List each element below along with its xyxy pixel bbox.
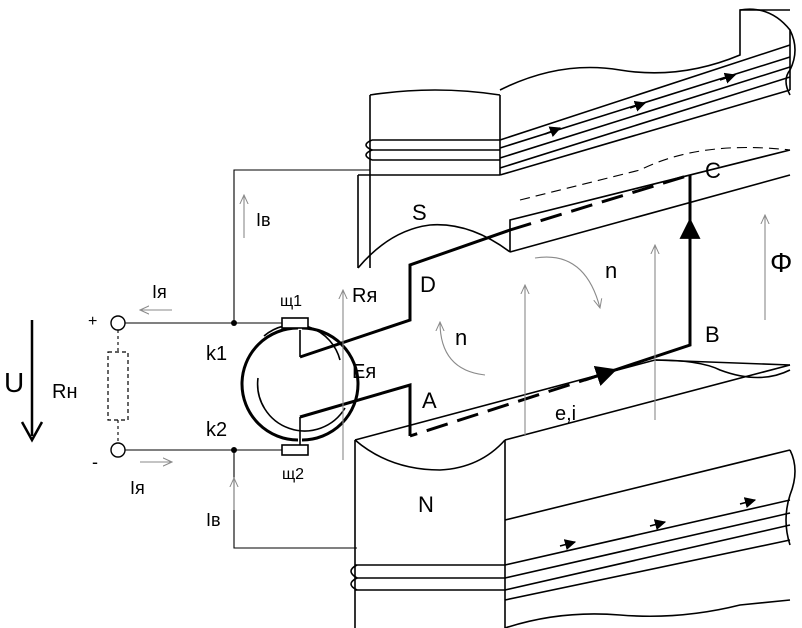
- armature-coil: [299, 173, 701, 438]
- point-a-label: A: [422, 388, 437, 413]
- armature-emf-label: Eя: [352, 361, 376, 383]
- pole-s-label: S: [412, 200, 427, 225]
- load-resistance-label: Rн: [52, 381, 78, 403]
- brush1-label: щ1: [280, 293, 302, 310]
- terminal-plus: [110, 315, 126, 331]
- emf-current-label: e,i: [555, 403, 576, 425]
- node-k2-label: k2: [206, 419, 227, 441]
- minus-sign: -: [92, 452, 98, 472]
- node-k1-label: k1: [206, 343, 227, 365]
- commutator: [240, 317, 360, 456]
- field-current-top-label: Iв: [256, 210, 271, 230]
- external-circuit: [107, 169, 370, 549]
- flux-label: Φ: [770, 247, 792, 278]
- point-c-label: C: [705, 158, 721, 183]
- lower-pole-n: [350, 359, 796, 628]
- pole-n-label: N: [418, 492, 434, 517]
- gray-arrows: [140, 195, 765, 510]
- load-resistor: [107, 351, 129, 421]
- brush2-label: щ2: [282, 466, 304, 483]
- rotation-label-1: n: [605, 258, 617, 283]
- armature-current-bottom-label: Iя: [130, 478, 145, 498]
- point-d-label: D: [420, 272, 436, 297]
- armature-resistance-label: Rя: [352, 285, 377, 307]
- voltage-arrow: [20, 320, 44, 443]
- upper-pole-s: [357, 8, 796, 269]
- field-current-bottom-label: Iв: [206, 510, 221, 530]
- voltage-label: U: [4, 367, 24, 398]
- rotation-label-2: n: [455, 325, 467, 350]
- armature-current-top-label: Iя: [152, 282, 167, 302]
- plus-sign: +: [88, 313, 97, 330]
- point-b-label: B: [705, 322, 720, 347]
- terminal-minus: [110, 442, 126, 458]
